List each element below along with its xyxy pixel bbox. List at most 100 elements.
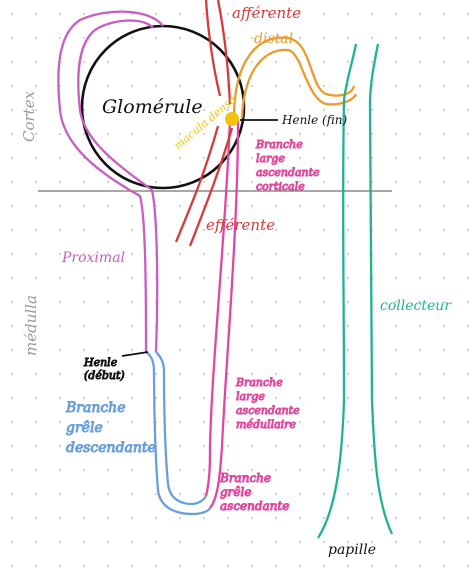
branche-grele-ascendante-label-line: ascendante	[220, 499, 289, 513]
grid-dot	[131, 517, 133, 519]
grid-dot	[35, 157, 37, 159]
grid-dot	[203, 277, 205, 279]
grid-dot	[467, 517, 469, 519]
branche-large-corticale-label-line: ascendante	[256, 166, 320, 179]
grid-dot	[11, 469, 13, 471]
grid-dot	[467, 253, 469, 255]
grid-dot	[419, 469, 421, 471]
grid-dot	[467, 469, 469, 471]
grid-dot	[275, 445, 277, 447]
grid-dot	[59, 13, 61, 15]
grid-dot	[251, 85, 253, 87]
grid-dot	[203, 229, 205, 231]
grid-dot	[323, 133, 325, 135]
grid-dot	[35, 541, 37, 543]
grid-dot	[371, 565, 373, 567]
grid-dot	[443, 37, 445, 39]
grid-dot	[107, 277, 109, 279]
distal-label: distal	[254, 31, 293, 47]
grid-dot	[419, 277, 421, 279]
grid-dot	[227, 541, 229, 543]
grid-dot	[227, 301, 229, 303]
grid-dot	[155, 397, 157, 399]
grid-dot	[107, 349, 109, 351]
thin-descending-limb	[145, 351, 212, 516]
grid-dot	[347, 181, 349, 183]
grid-dot	[35, 493, 37, 495]
grid-dot	[323, 397, 325, 399]
grid-dot	[443, 421, 445, 423]
grid-dot	[299, 469, 301, 471]
grid-dot	[179, 541, 181, 543]
grid-dot	[275, 13, 277, 15]
grid-dot	[467, 205, 469, 207]
grid-dot	[347, 13, 349, 15]
grid-dot	[347, 301, 349, 303]
grid-dot	[323, 205, 325, 207]
grid-dot	[59, 469, 61, 471]
grid-dot	[35, 349, 37, 351]
grid-dot	[203, 421, 205, 423]
grid-dot	[419, 37, 421, 39]
grid-dot	[395, 181, 397, 183]
grid-dot	[35, 277, 37, 279]
grid-dot	[83, 205, 85, 207]
branche-grele-descendante-label-line: descendante	[66, 440, 156, 456]
grid-dot	[251, 133, 253, 135]
grid-dot	[443, 469, 445, 471]
grid-dot	[323, 469, 325, 471]
grid-dot	[59, 253, 61, 255]
grid-dot	[467, 109, 469, 111]
grid-dot	[443, 541, 445, 543]
grid-dot	[251, 349, 253, 351]
grid-dot	[467, 421, 469, 423]
grid-dot	[83, 541, 85, 543]
grid-dot	[395, 37, 397, 39]
grid-dot	[395, 61, 397, 63]
grid-dot	[323, 565, 325, 567]
grid-dot	[59, 373, 61, 375]
grid-dot	[131, 61, 133, 63]
grid-dot	[59, 325, 61, 327]
grid-dot	[179, 253, 181, 255]
grid-dot	[227, 229, 229, 231]
grid-dot	[179, 37, 181, 39]
grid-dot	[107, 109, 109, 111]
grid-dot	[83, 421, 85, 423]
grid-dot	[467, 301, 469, 303]
grid-dot	[443, 133, 445, 135]
grid-dot	[11, 229, 13, 231]
grid-dot	[419, 541, 421, 543]
grid-dot	[83, 325, 85, 327]
grid-dot	[251, 445, 253, 447]
grid-dot	[155, 13, 157, 15]
grid-dot	[395, 277, 397, 279]
grid-dot	[131, 109, 133, 111]
ascending-limb	[204, 117, 240, 509]
grid-dot	[59, 277, 61, 279]
grid-dot	[179, 61, 181, 63]
grid-dot	[203, 157, 205, 159]
grid-dot	[155, 517, 157, 519]
grid-dot	[443, 445, 445, 447]
grid-dot	[251, 61, 253, 63]
grid-dot	[11, 181, 13, 183]
grid-dot	[347, 565, 349, 567]
grid-dot	[299, 181, 301, 183]
grid-dot	[251, 469, 253, 471]
grid-dot	[347, 493, 349, 495]
grid-dot	[11, 205, 13, 207]
grid-dot	[107, 13, 109, 15]
grid-dot	[35, 181, 37, 183]
grid-dot	[371, 133, 373, 135]
grid-dot	[347, 349, 349, 351]
grid-dot	[155, 37, 157, 39]
grid-dot	[203, 493, 205, 495]
grid-dot	[419, 133, 421, 135]
grid-dot	[11, 85, 13, 87]
grid-dot	[251, 157, 253, 159]
grid-dot	[83, 229, 85, 231]
grid-dot	[347, 205, 349, 207]
grid-dot	[419, 61, 421, 63]
